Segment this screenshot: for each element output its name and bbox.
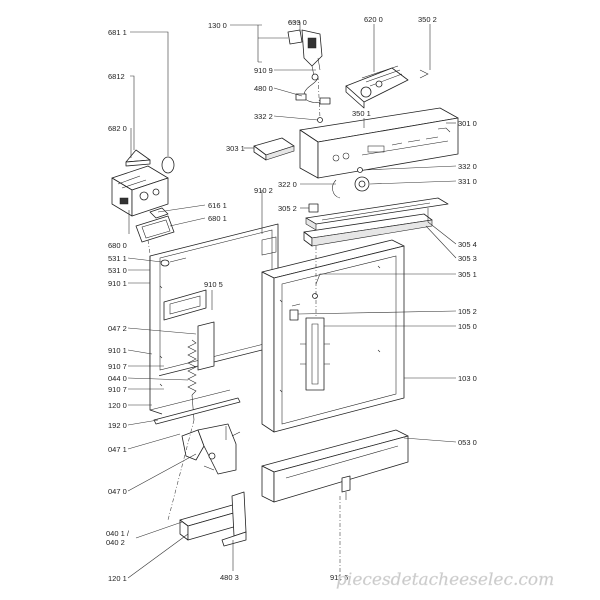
label-910-9: 910 9 [254, 66, 273, 75]
label-053-0: 053 0 [458, 438, 477, 447]
label-130-0: 130 0 [208, 21, 227, 30]
label-047-0: 047 0 [108, 487, 127, 496]
gasket-680-1 [135, 215, 175, 243]
label-681-1: 681 1 [108, 28, 127, 37]
label-910-7-a: 910 7 [108, 362, 127, 371]
label-040-2: 040 2 [106, 538, 125, 547]
foot-911 [341, 475, 351, 500]
label-910-1-a: 910 1 [108, 279, 127, 288]
trim-strip-305-3 [303, 213, 433, 247]
label-910-2: 910 2 [254, 186, 273, 195]
label-044-0: 044 0 [108, 374, 127, 383]
kickplate-053 [261, 429, 409, 503]
cable-480 [295, 73, 331, 105]
label-910-1-b: 910 1 [108, 346, 127, 355]
label-047-1: 047 1 [108, 445, 127, 454]
leader-lines [127, 21, 457, 579]
label-531-1: 531 1 [108, 254, 127, 263]
label-192-0: 192 0 [108, 421, 127, 430]
label-305-4: 305 4 [458, 240, 477, 249]
label-332-2: 332 2 [254, 112, 273, 121]
label-047-2: 047 2 [108, 324, 127, 333]
control-board-620 [345, 65, 409, 109]
handle-303 [253, 137, 295, 161]
label-616-1: 616 1 [208, 201, 227, 210]
outer-door-panel [261, 239, 405, 433]
label-332-0: 332 0 [458, 162, 477, 171]
label-305-1: 305 1 [458, 270, 477, 279]
centerlines [147, 75, 341, 584]
seal-616 [149, 207, 169, 219]
ring-322 [332, 179, 341, 199]
inner-door-panel [149, 223, 279, 415]
label-620-0: 620 0 [364, 15, 383, 24]
label-105-2: 105 2 [458, 307, 477, 316]
seal-strip-192 [153, 397, 241, 425]
spring-044 [187, 339, 197, 421]
label-350-2: 350 2 [418, 15, 437, 24]
label-322-0: 322 0 [278, 180, 297, 189]
control-panel-301 [299, 107, 459, 179]
clip-480-3 [221, 491, 247, 547]
label-6812: 6812 [108, 72, 125, 81]
label-120-0: 120 0 [108, 401, 127, 410]
label-105-0: 105 0 [458, 322, 477, 331]
switch-633 [287, 29, 323, 77]
label-040-1: 040 1 / [106, 529, 130, 538]
label-910-7-b: 910 7 [108, 385, 127, 394]
label-633-0: 633 0 [288, 18, 307, 27]
label-305-3: 305 3 [458, 254, 477, 263]
lid-682 [125, 149, 151, 167]
clip-305-2 [308, 203, 319, 213]
label-480-3: 480 3 [220, 573, 239, 582]
watermark: piecesdetacheeselec.com [336, 570, 554, 590]
label-682-0: 682 0 [108, 124, 127, 133]
label-303-1: 303 1 [226, 144, 245, 153]
label-305-2: 305 2 [278, 204, 297, 213]
label-331-0: 331 0 [458, 177, 477, 186]
trim-strip-305-4 [305, 197, 449, 231]
label-480-0: 480 0 [254, 84, 273, 93]
label-103-0: 103 0 [458, 374, 477, 383]
label-680-1: 680 1 [208, 214, 227, 223]
bracket-130 [230, 24, 288, 63]
label-350-1: 350 1 [352, 109, 371, 118]
label-910-5: 910 5 [204, 280, 223, 289]
part-labels: 681 1 6812 682 0 680 0 531 1 531 0 910 1… [106, 15, 477, 583]
label-911-6: 911 6 [330, 573, 348, 582]
label-120-1: 120 1 [108, 574, 127, 583]
hinge-047 [181, 423, 241, 475]
knob-331 [354, 167, 370, 192]
cap-6811 [161, 156, 175, 174]
label-531-0: 531 0 [108, 266, 127, 275]
label-680-0: 680 0 [108, 241, 127, 250]
dispenser-680 [111, 165, 169, 217]
label-301-0: 301 0 [458, 119, 477, 128]
